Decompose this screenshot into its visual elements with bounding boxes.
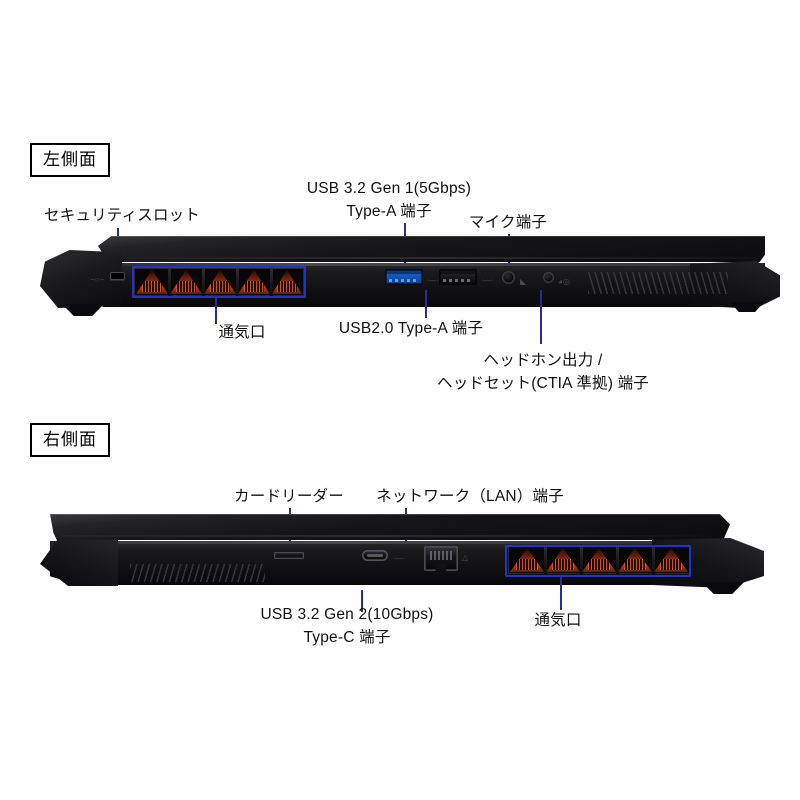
label-security-slot: セキュリティスロット xyxy=(44,207,201,224)
label-lan: ネットワーク（LAN）端子 xyxy=(376,488,564,505)
label-headphone-line2: ヘッドセット(CTIA 準拠) 端子 xyxy=(437,375,649,392)
laptop-foot-right xyxy=(730,302,764,312)
leader-usb20 xyxy=(425,290,427,318)
laptop-lid-seam xyxy=(110,257,755,259)
label-card-reader: カードリーダー xyxy=(234,488,344,505)
laptop-left-side-view: −○− ⋅—⋅ ⋅—⋅ ◣ ◕◎ xyxy=(40,236,780,316)
laptop-lid-2 xyxy=(50,514,730,540)
usb-c-icon xyxy=(362,550,388,561)
laptop-foot-2 xyxy=(702,582,744,594)
label-vent-left: 通気口 xyxy=(218,324,266,341)
lan-glyph-icon: △ xyxy=(462,553,469,562)
audio-jack-icon-headphone xyxy=(543,272,554,283)
laptop-foot-left xyxy=(62,304,104,316)
usb-a-black-icon xyxy=(439,269,477,285)
label-usb32-gen2-line2: Type-C 端子 xyxy=(303,629,391,646)
rear-louver-vent xyxy=(588,272,728,294)
headphone-glyph-icon: ◕◎ xyxy=(558,277,570,286)
usb-glyph-icon-2: ⋅—⋅ xyxy=(481,276,495,285)
label-usb32-gen1-line2: Type-A 端子 xyxy=(346,203,432,220)
label-usb20: USB2.0 Type-A 端子 xyxy=(338,320,484,337)
vent-icon-left xyxy=(134,268,304,296)
laptop-front-wedge xyxy=(40,250,122,308)
label-vent-right: 通気口 xyxy=(534,612,582,629)
laptop-lid xyxy=(98,236,765,262)
label-mic-jack: マイク端子 xyxy=(468,214,548,231)
usb-a-blue-icon xyxy=(385,269,423,285)
label-usb32-gen2-line1: USB 3.2 Gen 2(10Gbps) xyxy=(260,606,434,623)
leader-usb32-gen2 xyxy=(361,590,363,612)
usb-glyph-icon-1: ⋅—⋅ xyxy=(426,276,440,285)
laptop-right-side-view: ⋅—⋅ △ xyxy=(40,514,765,594)
laptop-base-edge xyxy=(100,263,760,266)
usb-c-glyph-icon: ⋅—⋅ xyxy=(392,554,406,563)
mic-glyph-icon: ◣ xyxy=(520,277,527,286)
audio-jack-icon-mic xyxy=(502,271,515,284)
section-tag-left-side: 左側面 xyxy=(30,143,110,177)
label-usb32-gen1-line1: USB 3.2 Gen 1(5Gbps) xyxy=(306,180,472,197)
label-headphone-line1: ヘッドホン出力 / xyxy=(483,352,603,369)
laptop-lid-seam-2 xyxy=(62,535,712,537)
section-tag-right-side: 右側面 xyxy=(30,423,110,457)
leader-headphone xyxy=(540,290,542,344)
kensington-glyph-icon: −○− xyxy=(90,275,105,284)
front-louver-vent xyxy=(130,564,265,582)
leader-vent-right xyxy=(560,577,562,610)
kensington-lock-icon xyxy=(110,272,125,280)
laptop-base-edge-2 xyxy=(62,541,717,544)
card-slot-icon xyxy=(274,552,304,559)
vent-icon-right xyxy=(508,546,690,574)
leader-vent-left xyxy=(215,298,217,324)
